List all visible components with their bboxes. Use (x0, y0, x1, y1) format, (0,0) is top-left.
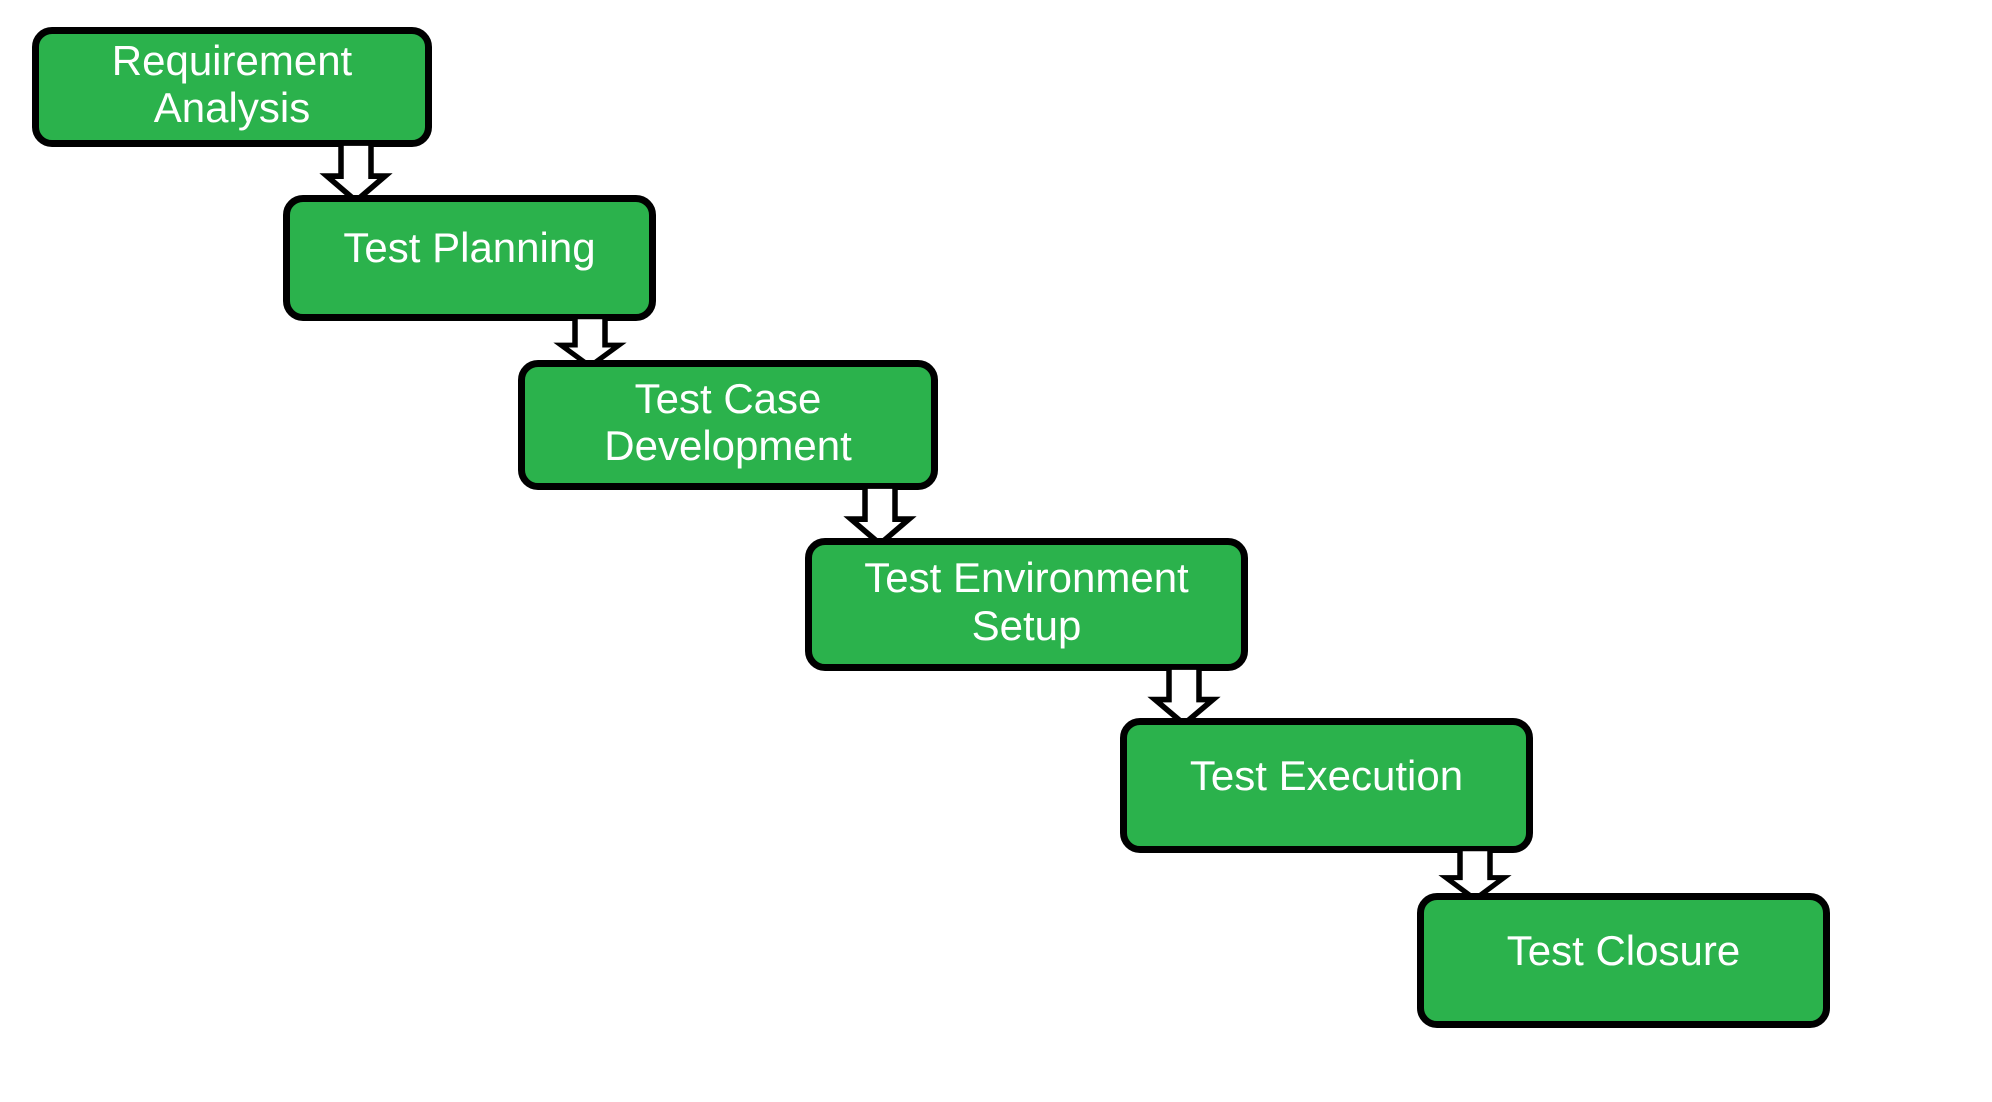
flow-step-test-planning: Test Planning (283, 195, 656, 321)
step-label-line: Test Planning (343, 224, 596, 272)
flow-step-test-execution: Test Execution (1120, 718, 1533, 853)
step-label-line: Test Closure (1506, 926, 1741, 974)
flow-arrow-envsetup-to-execution (1147, 664, 1221, 728)
step-label-line: Test Execution (1189, 751, 1464, 799)
step-label-line: Test Case (634, 374, 822, 422)
down-block-arrow-icon (319, 140, 393, 205)
step-label-line: Setup (971, 601, 1082, 649)
flow-step-test-environment-setup: Test Environment Setup (805, 538, 1248, 671)
flow-arrow-casedev-to-envsetup (843, 483, 917, 548)
step-label-line: Development (604, 422, 852, 469)
down-block-arrow-icon (843, 483, 917, 548)
down-block-arrow-icon (1438, 846, 1512, 903)
flow-arrow-requirement-to-planning (319, 140, 393, 205)
flow-step-test-closure: Test Closure (1417, 893, 1830, 1028)
flow-step-test-case-development: Test Case Development (518, 360, 938, 490)
step-label-line: Analysis (153, 84, 311, 131)
flow-arrow-execution-to-closure (1438, 846, 1512, 903)
down-block-arrow-icon (1147, 664, 1221, 728)
flow-arrow-planning-to-casedev (553, 314, 627, 370)
down-block-arrow-icon (553, 314, 627, 370)
step-label-line: Requirement (111, 36, 353, 84)
step-label-line: Test Environment (864, 554, 1189, 602)
flow-step-requirement-analysis: Requirement Analysis (32, 27, 432, 147)
